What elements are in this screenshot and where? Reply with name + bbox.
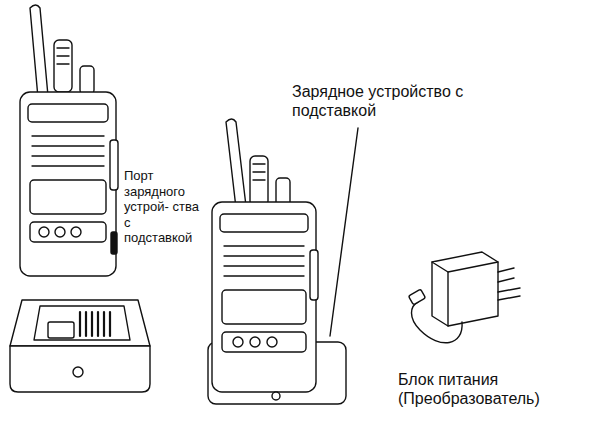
knob <box>250 156 268 206</box>
ptt-button <box>110 140 118 190</box>
port-label: Порт зарядного устрой- ства с подставкой <box>124 168 200 246</box>
charger-stand <box>10 300 150 346</box>
knob <box>80 66 94 94</box>
adapter-label: Блок питания (Преобразователь) <box>398 370 568 408</box>
knob <box>54 40 72 92</box>
power-adapter <box>432 252 498 326</box>
leader-line <box>330 128 358 336</box>
power-cord <box>412 302 463 343</box>
antenna <box>226 119 246 208</box>
radio-body <box>212 202 316 392</box>
radio-body <box>20 92 116 276</box>
charger-label: Зарядное устройство с подставкой <box>292 82 464 120</box>
antenna <box>30 5 48 98</box>
